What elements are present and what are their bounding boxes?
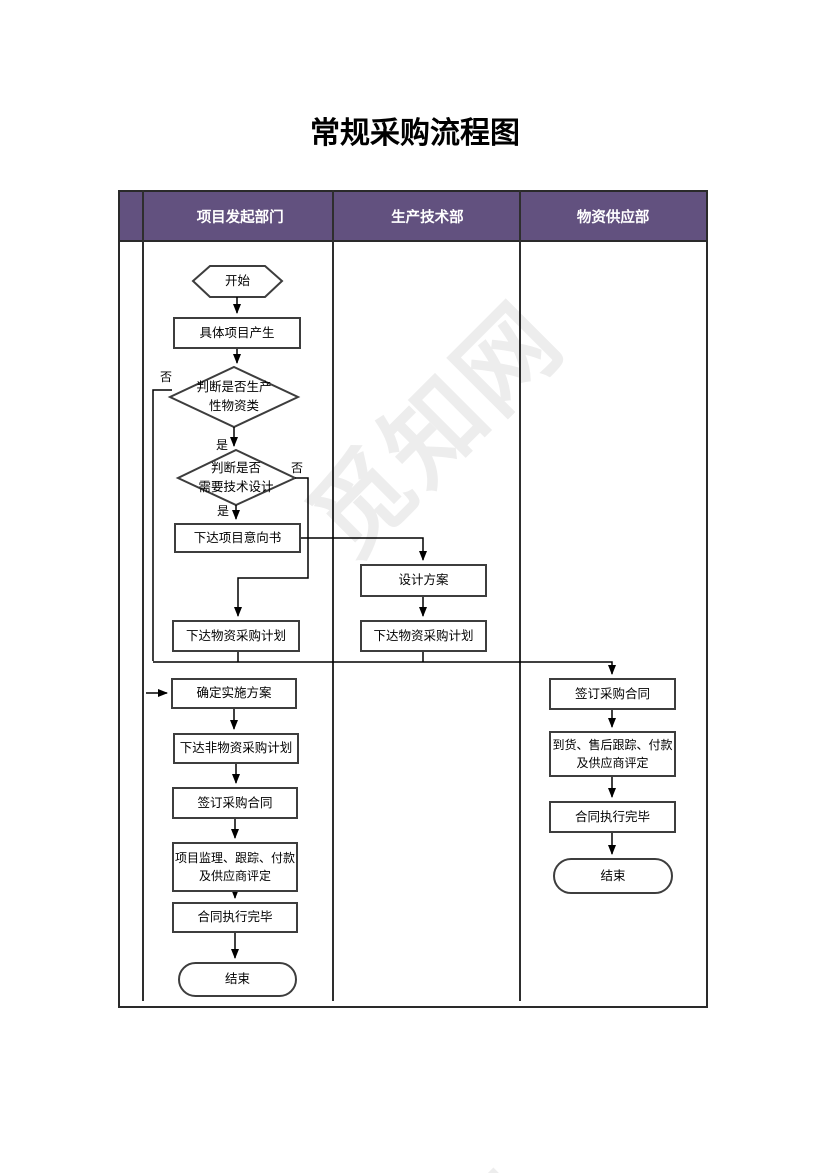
edge-merge-to-sign2 bbox=[153, 661, 616, 675]
start-hexagon-shape bbox=[191, 265, 284, 298]
node-issue-material-plan-1: 下达物资采购计划 bbox=[172, 620, 300, 652]
node-sign-contract-2: 签订采购合同 bbox=[549, 678, 676, 710]
node-confirm-impl-plan: 确定实施方案 bbox=[171, 678, 297, 709]
node-sign-contract-1: 签订采购合同 bbox=[172, 787, 298, 819]
edge-label-no-1: 否 bbox=[160, 370, 173, 384]
node-end-2: 结束 bbox=[553, 858, 673, 894]
lane-header-project-dept: 项目发起部门 bbox=[196, 209, 284, 226]
lane-header-material-supply-dept: 物资供应部 bbox=[576, 209, 650, 226]
node-end-1: 结束 bbox=[178, 962, 297, 997]
lane-header-row: 项目发起部门 生产技术部 物资供应部 bbox=[118, 190, 708, 242]
node-start: 开始 bbox=[224, 274, 250, 289]
node-issue-nonmaterial-plan: 下达非物资采购计划 bbox=[173, 733, 299, 764]
node-concrete-project: 具体项目产生 bbox=[173, 317, 301, 349]
edge-dec1-no bbox=[152, 389, 172, 661]
edge-label-no-2: 否 bbox=[291, 461, 304, 475]
lane-divider-1 bbox=[142, 190, 144, 1001]
edge-label-yes-1: 是 bbox=[216, 438, 229, 452]
node-arrival-track-pay: 到货、售后跟踪、付款 及供应商评定 bbox=[549, 731, 676, 777]
node-design-plan: 设计方案 bbox=[360, 564, 487, 597]
node-contract-done-2: 合同执行完毕 bbox=[549, 801, 676, 833]
node-decision-production-material: 判断是否生产 性物资类 bbox=[196, 380, 272, 413]
node-decision-tech-design: 判断是否 需要技术设计 bbox=[198, 460, 274, 494]
edge-label-yes-2: 是 bbox=[217, 504, 230, 518]
node-issue-loi: 下达项目意向书 bbox=[174, 523, 301, 553]
node-issue-material-plan-2: 下达物资采购计划 bbox=[360, 620, 487, 652]
lane-divider-3 bbox=[519, 190, 521, 1001]
lane-header-production-tech-dept: 生产技术部 bbox=[391, 209, 464, 226]
edge-loi-to-design bbox=[301, 537, 427, 561]
lane-divider-2 bbox=[332, 190, 334, 1001]
page-title: 常规采购流程图 bbox=[310, 117, 520, 150]
edge-dec2-no bbox=[234, 477, 309, 617]
node-supervise-track-pay: 项目监理、跟踪、付款 及供应商评定 bbox=[172, 842, 298, 892]
node-contract-done-1: 合同执行完毕 bbox=[172, 902, 298, 933]
